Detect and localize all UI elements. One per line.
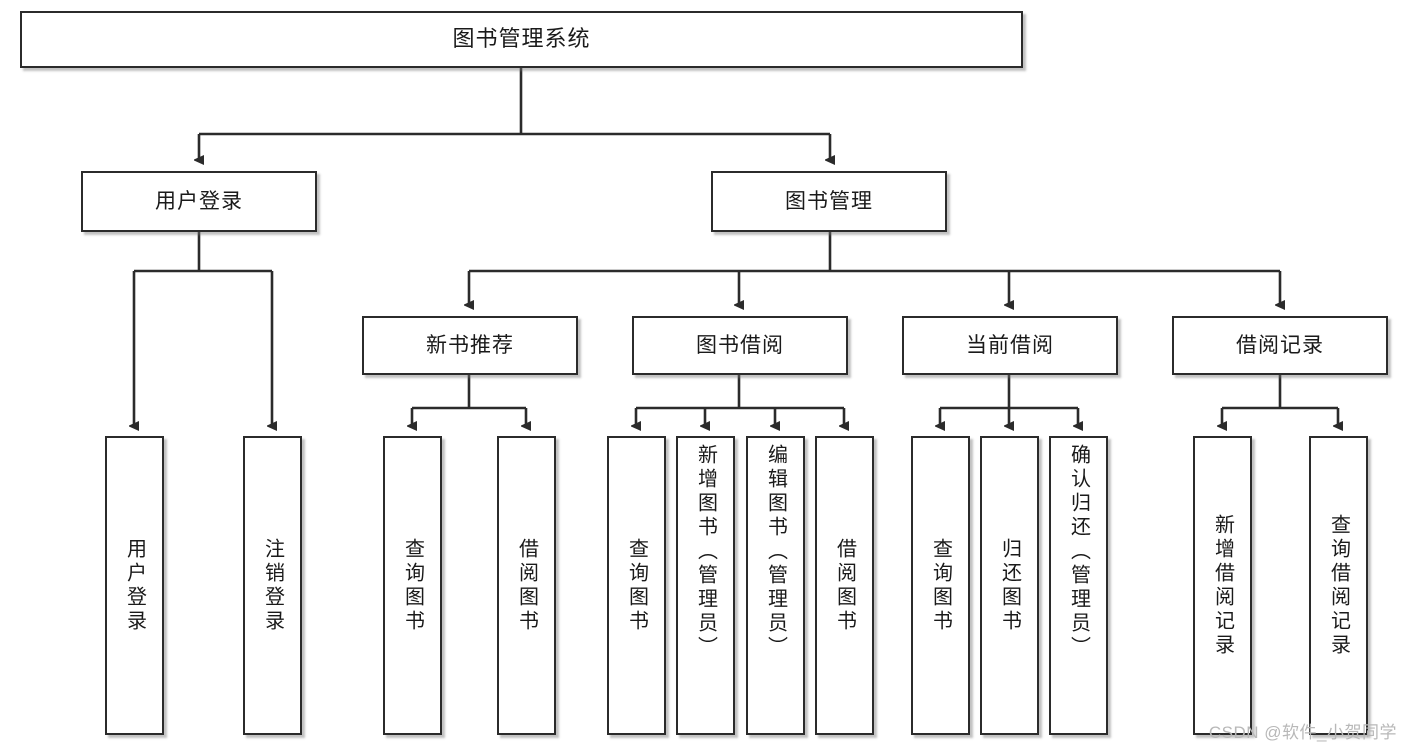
leaf-user-login-signout-label: 注销登录: [261, 537, 284, 634]
leaf-current-confirm-return-label: 确认归还（管理员）: [1067, 444, 1090, 660]
leaf-borrow-borrow-book-label: 借阅图书: [833, 537, 856, 634]
leaf-user-login-signin[interactable]: 用户登录: [105, 436, 164, 735]
node-root-label: 图书管理系统: [452, 26, 591, 52]
leaf-borrow-add-book-label: 新增图书（管理员）: [694, 444, 717, 660]
leaf-borrow-borrow-book[interactable]: 借阅图书: [815, 436, 874, 735]
leaf-recommend-query-book-label: 查询图书: [401, 537, 424, 634]
leaf-borrow-add-book[interactable]: 新增图书（管理员）: [676, 436, 735, 735]
node-new-book-recommend-label: 新书推荐: [426, 333, 514, 357]
leaf-borrow-query-book-label: 查询图书: [625, 537, 648, 634]
node-book-borrow-label: 图书借阅: [696, 333, 784, 357]
leaf-current-query-book[interactable]: 查询图书: [911, 436, 970, 735]
leaf-current-return-book[interactable]: 归还图书: [980, 436, 1039, 735]
leaf-recommend-borrow-book-label: 借阅图书: [515, 537, 538, 634]
node-book-borrow[interactable]: 图书借阅: [632, 316, 848, 375]
node-book-management[interactable]: 图书管理: [711, 171, 947, 232]
leaf-borrow-edit-book-label: 编辑图书（管理员）: [764, 444, 787, 660]
leaf-current-query-book-label: 查询图书: [929, 537, 952, 634]
node-root[interactable]: 图书管理系统: [20, 11, 1023, 68]
csdn-watermark: CSDN @软件_小贺同学: [1208, 723, 1397, 742]
node-current-borrow-label: 当前借阅: [966, 333, 1054, 357]
node-borrow-record[interactable]: 借阅记录: [1172, 316, 1388, 375]
leaf-record-query-record[interactable]: 查询借阅记录: [1309, 436, 1368, 735]
leaf-record-add-record-label: 新增借阅记录: [1211, 513, 1234, 658]
node-book-management-label: 图书管理: [785, 189, 873, 213]
node-current-borrow[interactable]: 当前借阅: [902, 316, 1118, 375]
leaf-recommend-borrow-book[interactable]: 借阅图书: [497, 436, 556, 735]
node-new-book-recommend[interactable]: 新书推荐: [362, 316, 578, 375]
node-user-login-label: 用户登录: [155, 189, 243, 213]
node-borrow-record-label: 借阅记录: [1236, 333, 1324, 357]
leaf-current-return-book-label: 归还图书: [998, 537, 1021, 634]
leaf-recommend-query-book[interactable]: 查询图书: [383, 436, 442, 735]
leaf-borrow-edit-book[interactable]: 编辑图书（管理员）: [746, 436, 805, 735]
leaf-record-query-record-label: 查询借阅记录: [1327, 513, 1350, 658]
leaf-user-login-signin-label: 用户登录: [123, 537, 146, 634]
leaf-borrow-query-book[interactable]: 查询图书: [607, 436, 666, 735]
leaf-current-confirm-return[interactable]: 确认归还（管理员）: [1049, 436, 1108, 735]
leaf-user-login-signout[interactable]: 注销登录: [243, 436, 302, 735]
leaf-record-add-record[interactable]: 新增借阅记录: [1193, 436, 1252, 735]
node-user-login[interactable]: 用户登录: [81, 171, 317, 232]
